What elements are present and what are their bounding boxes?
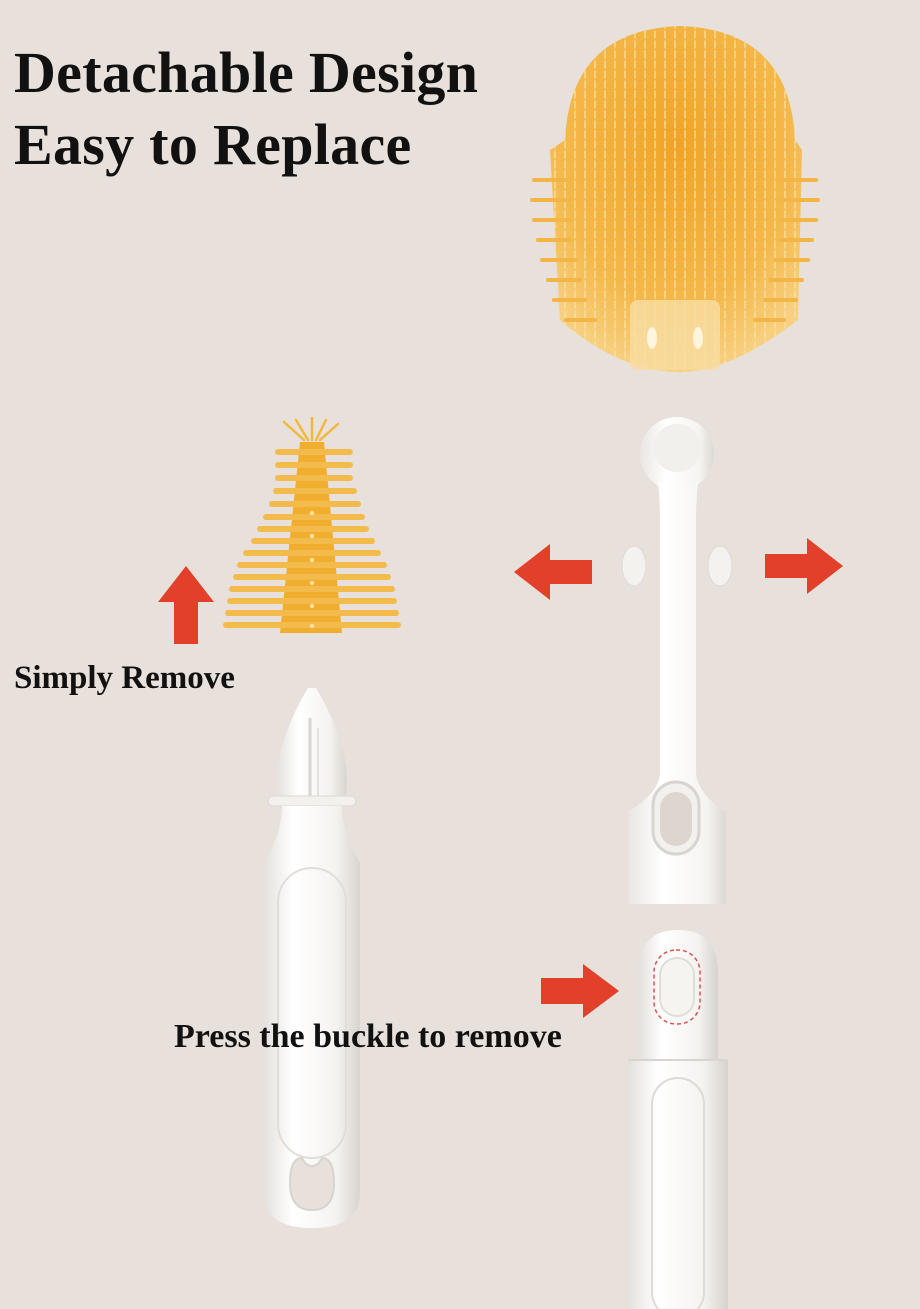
main-handle-with-buckle <box>628 930 728 1309</box>
arrow-left-icon <box>514 544 592 600</box>
headline-line-1: Detachable Design <box>14 40 479 105</box>
arrow-buckle-icon <box>541 964 619 1018</box>
arrow-up-icon <box>158 566 214 644</box>
nipple-brush-handle <box>264 688 360 1228</box>
brush-stem <box>621 417 733 904</box>
arrow-right-icon <box>765 538 843 594</box>
headline-line-2: Easy to Replace <box>14 112 412 177</box>
nipple-brush-head <box>223 416 401 633</box>
caption-press-buckle: Press the buckle to remove <box>174 1018 562 1055</box>
caption-simply-remove: Simply Remove <box>14 660 235 696</box>
silicone-brush-head <box>530 26 820 372</box>
